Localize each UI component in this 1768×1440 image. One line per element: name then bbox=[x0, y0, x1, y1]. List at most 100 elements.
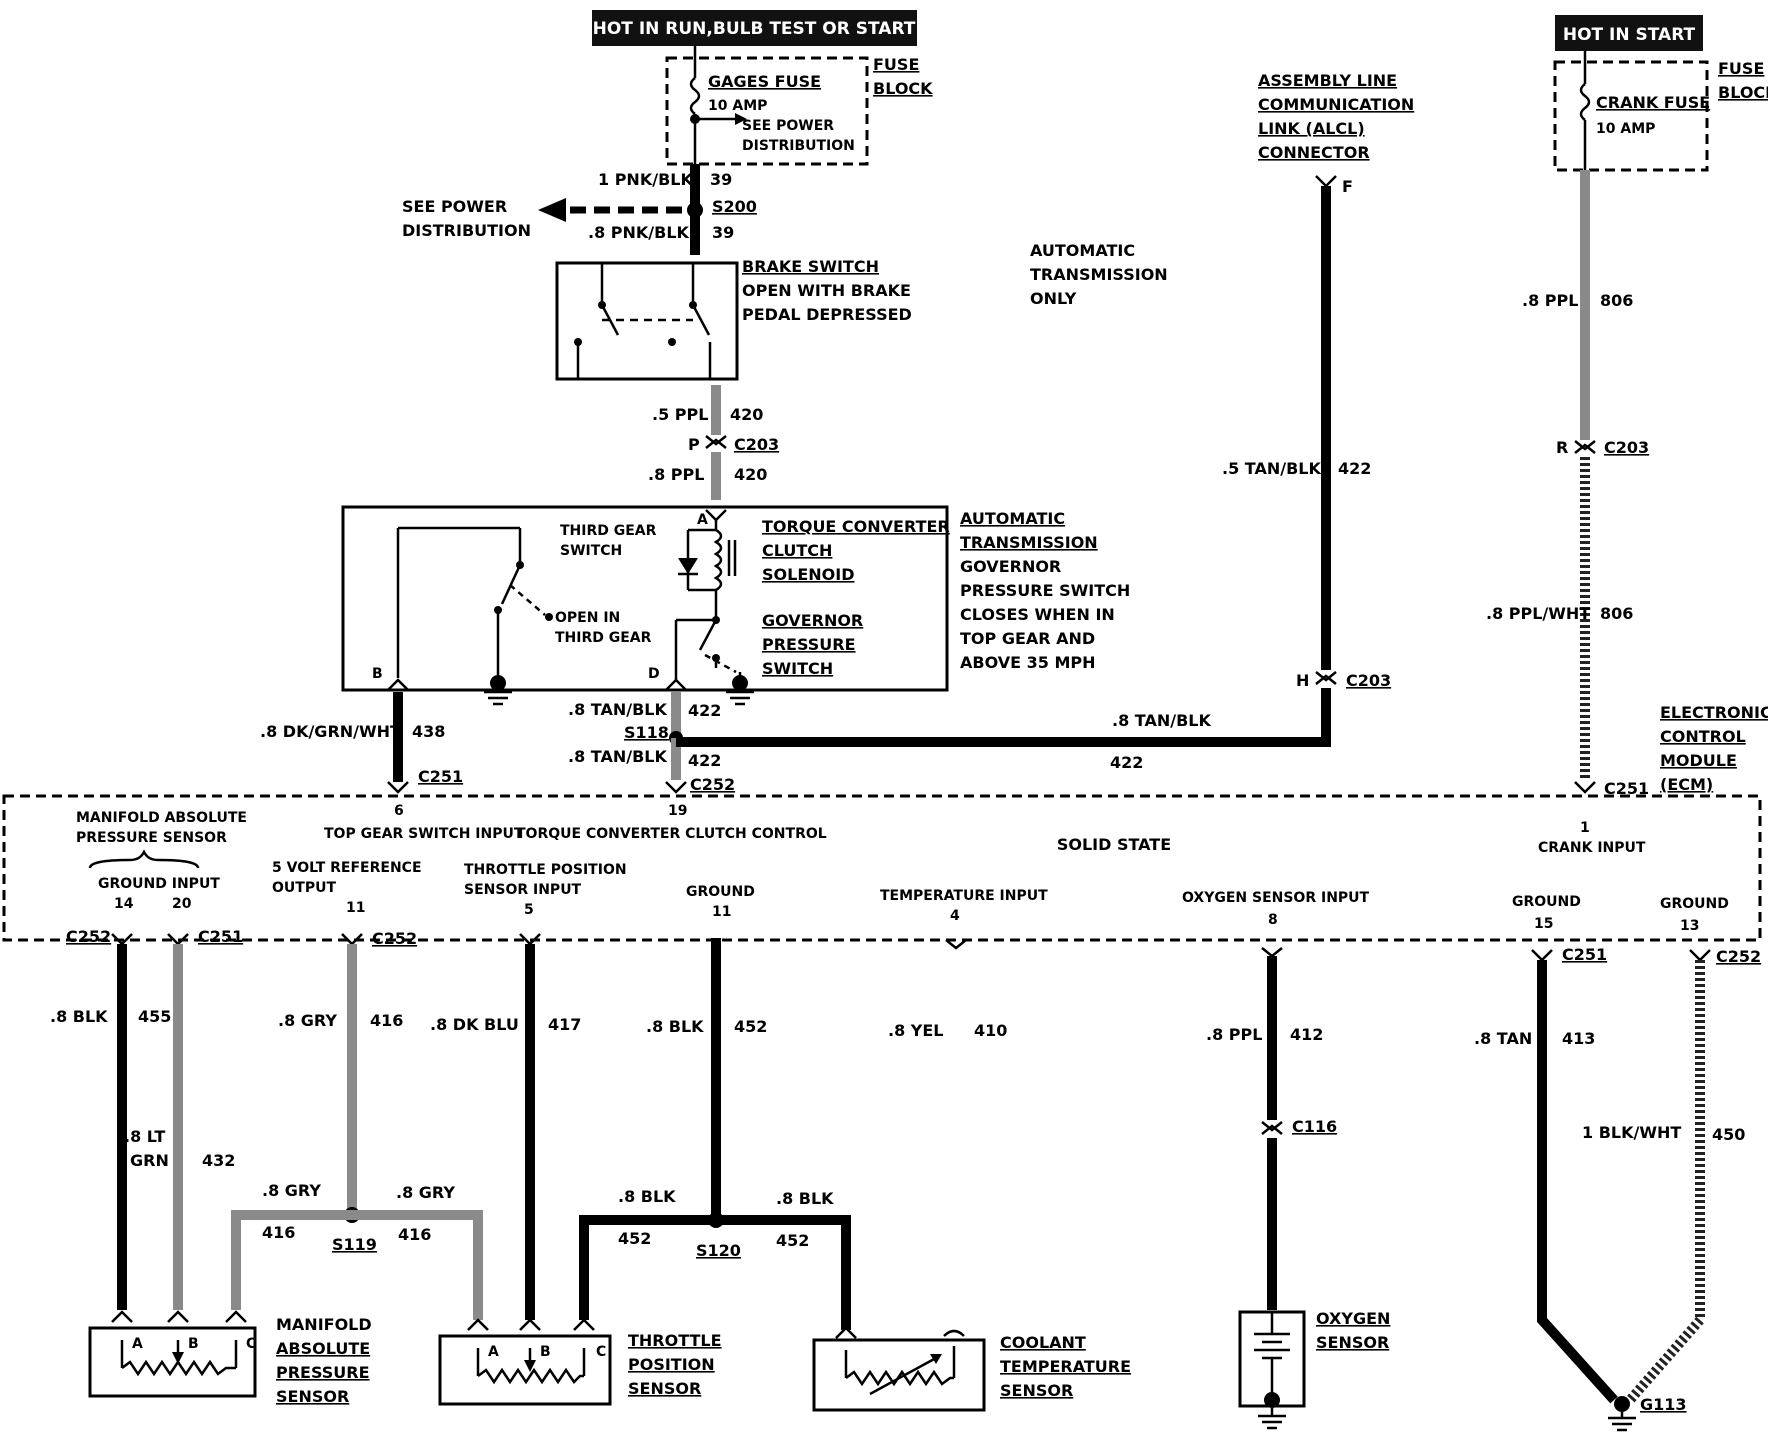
gages-see-power-2: DISTRIBUTION bbox=[742, 138, 855, 154]
gages-fuse-amp: 10 AMP bbox=[708, 98, 767, 114]
ecm-tps-2: SENSOR INPUT bbox=[464, 882, 582, 898]
label-806-b: 806 bbox=[1600, 604, 1633, 623]
cts-label-1: COOLANT bbox=[1000, 1333, 1086, 1352]
connector-c252-tcc bbox=[665, 781, 687, 794]
gages-fuse-icon bbox=[689, 77, 701, 115]
ecm-pin-14: 14 bbox=[114, 896, 134, 912]
gov-note-2: TRANSMISSION bbox=[960, 533, 1098, 552]
ecm-ground-b: GROUND bbox=[1512, 894, 1581, 910]
label-8tan: .8 TAN bbox=[1474, 1029, 1532, 1048]
ecm-pin-20: 20 bbox=[172, 896, 192, 912]
label-413: 413 bbox=[1562, 1029, 1595, 1048]
ecm-pin-4: 4 bbox=[950, 908, 960, 924]
label-8pnkblk: .8 PNK/BLK bbox=[588, 223, 690, 242]
pin-d-trans: D bbox=[648, 666, 660, 682]
connector-c203-r bbox=[1574, 440, 1596, 454]
open-in-label-1: OPEN IN bbox=[555, 610, 620, 626]
label-c252-416: C252 bbox=[372, 929, 417, 948]
label-422-c: 422 bbox=[1110, 753, 1143, 772]
label-1pnkblk: 1 PNK/BLK bbox=[598, 170, 693, 189]
label-8dkblu: .8 DK BLU bbox=[430, 1015, 519, 1034]
label-g113: G113 bbox=[1640, 1395, 1687, 1414]
label-416-map: 416 bbox=[262, 1223, 295, 1242]
tcc-label-3: SOLENOID bbox=[762, 565, 854, 584]
wire-452-to-tps bbox=[579, 1215, 716, 1320]
ecm-solid-state: SOLID STATE bbox=[1057, 835, 1171, 854]
ecm-ref-1: 5 VOLT REFERENCE bbox=[272, 860, 422, 876]
ecm-map-2: PRESSURE SENSOR bbox=[76, 830, 227, 846]
hot-run-header bbox=[592, 10, 917, 46]
label-c116: C116 bbox=[1292, 1117, 1337, 1136]
label-416-ecm: 416 bbox=[370, 1011, 403, 1030]
oxygen-sensor bbox=[1238, 1310, 1306, 1430]
ecm-pin-11a: 11 bbox=[346, 900, 365, 916]
label-s120: S120 bbox=[696, 1241, 741, 1260]
tps-label-3: SENSOR bbox=[628, 1379, 701, 1398]
alcl-line1: ASSEMBLY LINE bbox=[1258, 71, 1397, 90]
hot-run-label: HOT IN RUN,BULB TEST OR START bbox=[593, 19, 916, 39]
ecm-label-1: ELECTRONIC bbox=[1660, 703, 1768, 722]
gov-note-5: CLOSES WHEN IN bbox=[960, 605, 1115, 624]
label-c252-450: C252 bbox=[1716, 947, 1761, 966]
crank-fuse-label: CRANK FUSE bbox=[1596, 93, 1710, 112]
label-8yel: .8 YEL bbox=[888, 1021, 944, 1040]
alcl-terminal-icon bbox=[1315, 175, 1337, 188]
gov-note-7: ABOVE 35 MPH bbox=[960, 653, 1096, 672]
label-432: 432 bbox=[202, 1151, 235, 1170]
third-gear-label-1: THIRD GEAR bbox=[560, 523, 657, 539]
label-8tanblk-b: .8 TAN/BLK bbox=[568, 747, 667, 766]
label-450: 450 bbox=[1712, 1125, 1745, 1144]
label-8gry-416: .8 GRY bbox=[278, 1011, 337, 1030]
ecm-top-gear: TOP GEAR SWITCH INPUT bbox=[324, 826, 524, 842]
third-gear-label-2: SWITCH bbox=[560, 543, 622, 559]
ecm-label-4: (ECM) bbox=[1660, 775, 1713, 794]
alcl-line3: LINK (ALCL) bbox=[1258, 119, 1365, 138]
label-39-b: 39 bbox=[712, 223, 734, 242]
label-c252-455: C252 bbox=[66, 927, 111, 946]
label-8ppl-a: .8 PPL bbox=[648, 465, 704, 484]
label-422-a: 422 bbox=[688, 701, 721, 720]
thermistor-icon bbox=[845, 1369, 954, 1387]
ecm-pin-11b: 11 bbox=[712, 904, 731, 920]
label-c251-432: C251 bbox=[198, 927, 243, 946]
wire-422-horizontal bbox=[676, 737, 1331, 747]
label-422-b: 422 bbox=[688, 751, 721, 770]
label-420-a: 420 bbox=[730, 405, 763, 424]
diode-icon bbox=[678, 558, 698, 574]
tps-pin-b: B bbox=[540, 1344, 551, 1360]
hot-start-label: HOT IN START bbox=[1563, 25, 1696, 45]
label-420-b: 420 bbox=[734, 465, 767, 484]
label-5ppl: .5 PPL bbox=[652, 405, 708, 424]
label-8gry-map: .8 GRY bbox=[262, 1181, 321, 1200]
map-pin-a: A bbox=[132, 1336, 143, 1352]
map-label-3: PRESSURE bbox=[276, 1363, 370, 1382]
label-8blk-455: .8 BLK bbox=[50, 1007, 108, 1026]
label-c203-r: C203 bbox=[1604, 438, 1649, 457]
o2-label-2: SENSOR bbox=[1316, 1333, 1389, 1352]
wire-452-to-cts bbox=[716, 1215, 851, 1330]
tps-label-1: THROTTLE bbox=[628, 1331, 722, 1350]
label-c252-tcc: C252 bbox=[690, 775, 735, 794]
cts-label-3: SENSOR bbox=[1000, 1381, 1073, 1400]
label-p: P bbox=[688, 435, 700, 454]
auto-only-3: ONLY bbox=[1030, 289, 1077, 308]
label-8tanblk-a: .8 TAN/BLK bbox=[568, 700, 667, 719]
map-sensor bbox=[88, 1310, 257, 1398]
label-417: 417 bbox=[548, 1015, 581, 1034]
label-1blkwht: 1 BLK/WHT bbox=[1582, 1123, 1681, 1142]
map-label-4: SENSOR bbox=[276, 1387, 349, 1406]
see-power-label-1: SEE POWER bbox=[402, 197, 507, 216]
ecm-map-1: MANIFOLD ABSOLUTE bbox=[76, 810, 247, 826]
label-5tanblk: .5 TAN/BLK bbox=[1222, 459, 1321, 478]
gov-label-3: SWITCH bbox=[762, 659, 833, 678]
ecm-label-2: CONTROL bbox=[1660, 727, 1746, 746]
connector-c251-438 bbox=[387, 781, 409, 794]
brake-switch-line3: PEDAL DEPRESSED bbox=[742, 305, 912, 324]
gages-fuse-label: GAGES FUSE bbox=[708, 72, 821, 91]
label-f: F bbox=[1342, 177, 1353, 196]
label-8gry-tps: .8 GRY bbox=[396, 1183, 455, 1202]
ecm-pin-5: 5 bbox=[524, 902, 534, 918]
map-pin-b: B bbox=[188, 1336, 199, 1352]
see-power-label-2: DISTRIBUTION bbox=[402, 221, 531, 240]
